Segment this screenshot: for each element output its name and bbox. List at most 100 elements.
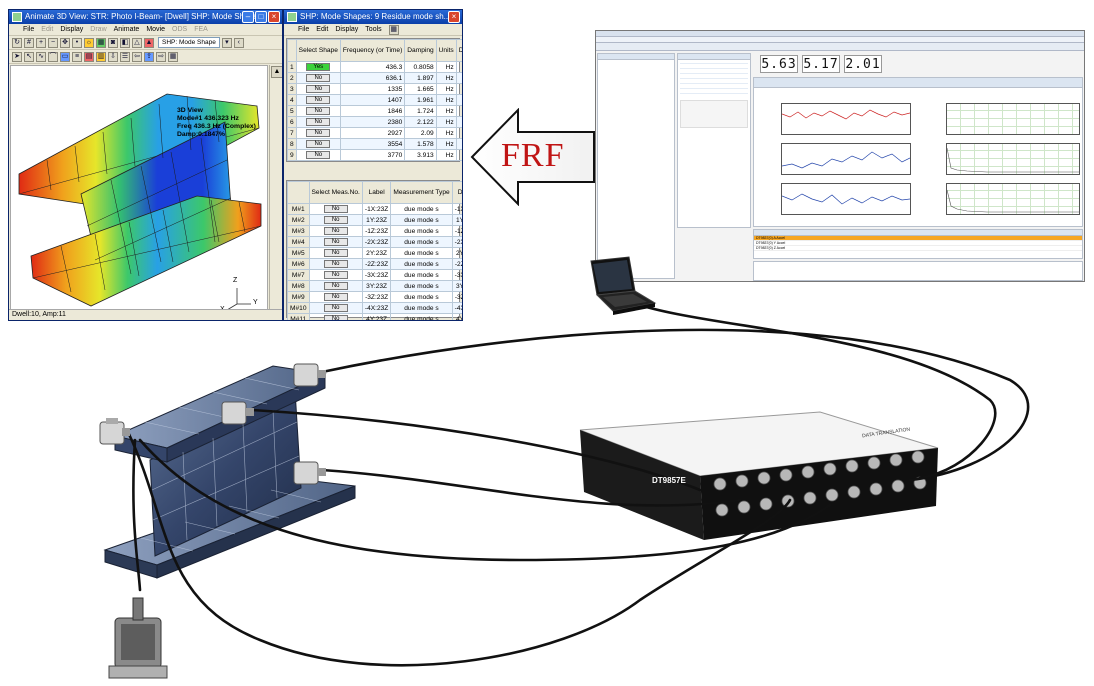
frame-icon[interactable]: ▭ bbox=[60, 51, 70, 62]
right-arrow-icon[interactable]: ⇨ bbox=[156, 51, 166, 62]
select-toggle-button[interactable]: Yes bbox=[306, 63, 331, 71]
left-arrow-icon[interactable]: ⇦ bbox=[132, 51, 142, 62]
meas-header[interactable]: Label bbox=[361, 181, 392, 204]
select-toggle-button[interactable]: No bbox=[323, 205, 348, 213]
channel-row[interactable]: DT9837(0) Z Accel bbox=[754, 246, 1082, 251]
menu-edit[interactable]: Edit bbox=[41, 26, 54, 33]
channel-row[interactable]: DT9837(0) A Accel bbox=[754, 236, 1082, 241]
arrow-icon[interactable]: ➤ bbox=[12, 51, 22, 62]
rotate-icon[interactable]: ↻ bbox=[12, 37, 22, 48]
select-toggle-button[interactable]: No bbox=[323, 304, 348, 312]
select-toggle-button[interactable]: No bbox=[306, 96, 331, 104]
3d-viewport[interactable]: Z X Y bbox=[10, 65, 268, 317]
shape-select-cell[interactable]: No bbox=[295, 105, 341, 117]
palette-icon[interactable]: ▤ bbox=[84, 51, 94, 62]
menu-ods[interactable]: ODS bbox=[172, 26, 188, 33]
shape-select-dropdown[interactable]: SHP: Mode Shape bbox=[158, 37, 220, 48]
shape-select-cell[interactable]: No bbox=[295, 72, 341, 84]
menu-file[interactable]: File bbox=[23, 26, 35, 33]
meas-header[interactable]: Select Meas.No. bbox=[308, 181, 363, 204]
select-toggle-button[interactable]: No bbox=[306, 85, 331, 93]
select-toggle-button[interactable]: No bbox=[323, 216, 348, 224]
close-button[interactable]: × bbox=[268, 11, 280, 23]
shape-select-cell[interactable]: No bbox=[295, 138, 341, 150]
triangle-icon[interactable]: △ bbox=[132, 37, 142, 48]
pan-icon[interactable]: ✥ bbox=[60, 37, 70, 48]
shape-header[interactable]: Select Shape bbox=[295, 39, 341, 62]
shape-select-cell[interactable]: No bbox=[295, 116, 341, 128]
shapes-menu-edit[interactable]: Edit bbox=[316, 26, 329, 33]
shape-select-cell[interactable]: No bbox=[295, 149, 341, 161]
meas-select-cell[interactable]: No bbox=[308, 203, 363, 215]
shape-select-cell[interactable]: No bbox=[295, 127, 341, 139]
shape-header[interactable] bbox=[287, 39, 297, 62]
menu-fea[interactable]: FEA bbox=[194, 26, 208, 33]
minimize-button[interactable]: – bbox=[242, 11, 254, 23]
table-icon[interactable]: ▦ bbox=[168, 51, 178, 62]
meas-select-cell[interactable]: No bbox=[308, 291, 363, 303]
select-toggle-button[interactable]: No bbox=[306, 118, 331, 126]
menu-display[interactable]: Display bbox=[60, 26, 84, 33]
zoom-out-icon[interactable]: − bbox=[48, 37, 58, 48]
meas-select-cell[interactable]: No bbox=[308, 302, 363, 314]
shape-header[interactable]: Frequency (or Time) bbox=[339, 39, 406, 62]
meas-select-cell[interactable]: No bbox=[308, 269, 363, 281]
camera-icon[interactable]: ◙ bbox=[108, 37, 118, 48]
select-toggle-button[interactable]: No bbox=[323, 249, 348, 257]
contour-icon[interactable]: ▦ bbox=[96, 37, 106, 48]
speed-icon[interactable]: ⇪ bbox=[144, 51, 154, 62]
grid-icon[interactable]: # bbox=[24, 37, 34, 48]
select-toggle-button[interactable]: No bbox=[323, 293, 348, 301]
previous-icon[interactable]: ‹ bbox=[233, 37, 244, 48]
select-toggle-button[interactable]: No bbox=[306, 140, 331, 148]
wave-icon[interactable]: ∿ bbox=[36, 51, 46, 62]
meas-select-cell[interactable]: No bbox=[308, 225, 363, 237]
select-toggle-button[interactable]: No bbox=[323, 260, 348, 268]
meas-header[interactable]: DOFs bbox=[451, 181, 462, 204]
shapes-menu-file[interactable]: File bbox=[298, 26, 310, 33]
shape-select-cell[interactable]: No bbox=[295, 83, 341, 95]
shapes-menu-tools[interactable]: Tools bbox=[365, 26, 382, 33]
scroll-up-icon[interactable]: ▲ bbox=[271, 66, 282, 78]
shapes-menu-display[interactable]: Display bbox=[335, 26, 359, 33]
select-toggle-button[interactable]: No bbox=[306, 151, 331, 159]
color-icon[interactable]: ▲ bbox=[144, 37, 154, 48]
shape-select-cell[interactable]: No bbox=[295, 94, 341, 106]
select-toggle-button[interactable]: No bbox=[306, 74, 331, 82]
animate-scrollbar[interactable]: ▲ bbox=[269, 65, 282, 317]
shape-select-cell[interactable]: Yes bbox=[295, 61, 341, 73]
select-toggle-button[interactable]: No bbox=[323, 315, 348, 320]
meas-select-cell[interactable]: No bbox=[308, 247, 363, 259]
select-toggle-button[interactable]: No bbox=[323, 282, 348, 290]
shape-header[interactable]: Damping bbox=[404, 39, 437, 62]
meas-select-cell[interactable]: No bbox=[308, 313, 363, 320]
select-toggle-button[interactable]: No bbox=[306, 129, 331, 137]
sweep-icon[interactable]: ⌒ bbox=[48, 51, 58, 62]
maximize-button[interactable]: □ bbox=[255, 11, 267, 23]
meas-select-cell[interactable]: No bbox=[308, 280, 363, 292]
view-icon[interactable]: ◧ bbox=[120, 37, 130, 48]
meas-select-cell[interactable]: No bbox=[308, 214, 363, 226]
bars-icon[interactable]: ≡ bbox=[72, 51, 82, 62]
shape-header[interactable]: Damping (%) bbox=[455, 39, 462, 62]
meas-select-cell[interactable]: No bbox=[308, 236, 363, 248]
meas-select-cell[interactable]: No bbox=[308, 258, 363, 270]
select-toggle-button[interactable]: No bbox=[306, 107, 331, 115]
select-toggle-button[interactable]: No bbox=[323, 238, 348, 246]
list-icon[interactable]: ☰ bbox=[120, 51, 130, 62]
